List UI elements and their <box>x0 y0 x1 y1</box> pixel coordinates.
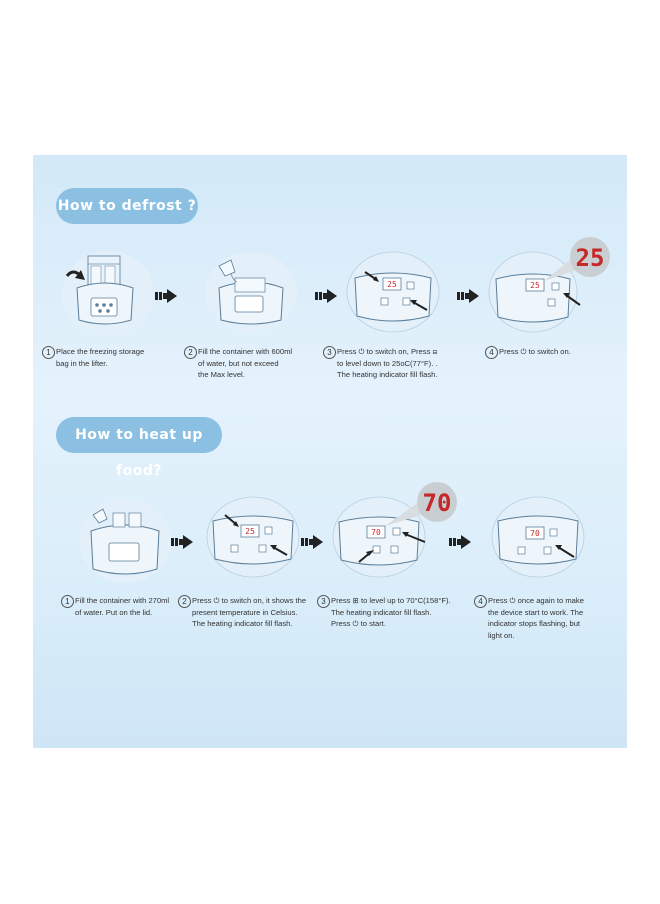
device-with-lifter-illustration <box>62 251 154 335</box>
next-arrow-icon <box>315 289 337 303</box>
control-panel-zoom-illustration: 70 70 <box>332 482 457 578</box>
next-arrow-icon <box>457 289 479 303</box>
defrost-step-2: 2 Fill the container with 600ml of water… <box>184 346 324 382</box>
step-text: Press ⏻ to switch on, it shows the prese… <box>192 596 307 628</box>
next-arrow-icon <box>155 289 177 303</box>
heat-step-3: 3 Press ⊞ to level up to 70°C(158°F). Th… <box>317 595 467 635</box>
heat-step-4: 4 Press ⏻ once again to make the device … <box>474 595 609 645</box>
led-display: 70 <box>530 529 540 538</box>
heat-step-1: 1 Fill the container with 270ml of water… <box>61 595 181 631</box>
defrost-step-4: 4 Press ⏻ to switch on. <box>485 346 615 382</box>
zoomed-led-display: 25 <box>576 244 605 272</box>
defrost-step-3: 3 Press ⏻ to switch on, Press ⊟ to level… <box>323 346 473 382</box>
step-text: Fill the container with 270ml of water. … <box>75 596 170 617</box>
step-number: 4 <box>474 595 487 608</box>
zoomed-led-display: 70 <box>423 489 452 517</box>
step-text: Press ⏻ once again to make the device st… <box>488 596 584 640</box>
step-number: 2 <box>178 595 191 608</box>
step-number: 1 <box>42 346 55 359</box>
step-text: Place the freezing storage bag in the li… <box>56 347 145 368</box>
control-panel-zoom-illustration: 25 25 <box>488 237 610 333</box>
next-arrow-icon <box>301 535 323 549</box>
step-text: Press ⏻ to switch on. <box>499 347 571 356</box>
section-title-heat-up: How to heat up food? <box>56 417 222 479</box>
step-number: 3 <box>323 346 336 359</box>
led-display: 25 <box>387 280 397 289</box>
instruction-panel: How to defrost ? 25 <box>33 155 627 748</box>
control-panel-illustration: 70 <box>491 496 585 578</box>
heat-step-2: 2 Press ⏻ to switch on, it shows the pre… <box>178 595 318 635</box>
section-title-defrost: How to defrost ? <box>56 188 198 224</box>
step-text: Press ⊞ to level up to 70°C(158°F). The … <box>331 596 451 628</box>
led-display: 25 <box>530 281 540 290</box>
device-filling-illustration <box>205 252 297 332</box>
step-number: 1 <box>61 595 74 608</box>
led-display: 25 <box>245 527 255 536</box>
defrost-step-1: 1 Place the freezing storage bag in the … <box>42 346 182 382</box>
control-panel-illustration: 25 <box>206 496 300 578</box>
control-panel-illustration: 25 <box>346 251 440 333</box>
step-number: 4 <box>485 346 498 359</box>
device-with-lid-illustration <box>79 499 171 583</box>
step-text: Fill the container with 600ml of water, … <box>198 347 293 379</box>
step-text: Press ⏻ to switch on, Press ⊟ to level d… <box>337 347 438 379</box>
step-number: 2 <box>184 346 197 359</box>
step-number: 3 <box>317 595 330 608</box>
led-display: 70 <box>371 528 381 537</box>
next-arrow-icon <box>171 535 193 549</box>
next-arrow-icon <box>449 535 471 549</box>
